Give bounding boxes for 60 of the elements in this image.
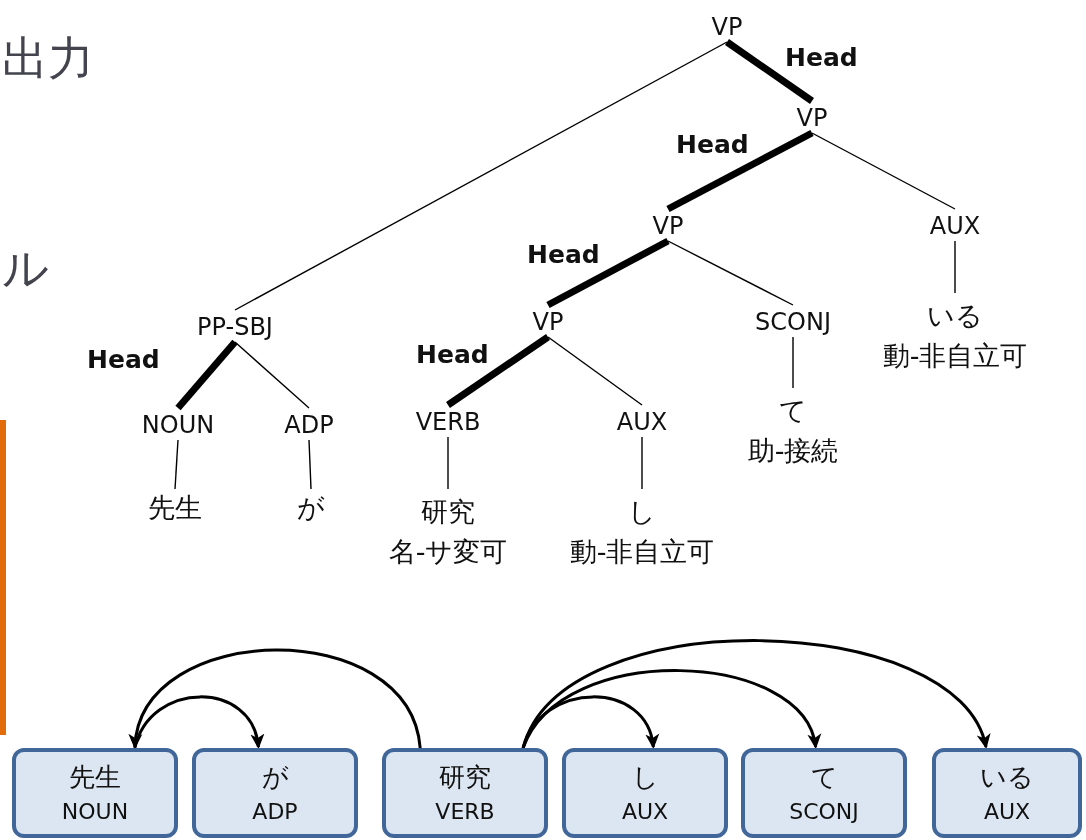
tree-branch (954, 240, 956, 294)
category-label: AUX (929, 211, 981, 241)
tree-branch (547, 336, 643, 406)
category-label: PP-SBJ (197, 312, 273, 342)
category-label: VP (711, 12, 743, 42)
tree-branch (811, 132, 956, 210)
word-text: いる (979, 761, 1035, 794)
category-label: AUX (616, 407, 668, 437)
token-box (741, 748, 907, 838)
dependency-arc (130, 648, 422, 749)
category-label: VERB (415, 407, 481, 437)
pos-tag: AUX (936, 796, 1078, 828)
category-label: ADP (284, 410, 334, 440)
category-label: VP (652, 211, 684, 241)
tree-branch (234, 341, 310, 409)
token-box (192, 748, 358, 838)
head-branch (175, 339, 238, 411)
dependency-arc (521, 639, 988, 749)
category-label: VP (532, 307, 564, 337)
category-label: VP (796, 103, 828, 133)
tree-branch (174, 439, 179, 490)
head-branch (725, 39, 814, 104)
pos-tag: AUX (566, 796, 724, 828)
word-text: が (260, 761, 290, 794)
pos-tag: ADP (196, 796, 354, 828)
dependency-arc (133, 695, 263, 749)
word-text: 研究 (420, 495, 476, 529)
heading-text: ル (2, 240, 49, 296)
head-branch (546, 237, 670, 309)
head-branch (666, 129, 814, 213)
category-label: NOUN (141, 410, 215, 440)
word-text: し (627, 495, 657, 529)
pos-detail: 動-非自立可 (569, 535, 715, 569)
tree-branch (308, 439, 312, 490)
token-box (12, 748, 178, 838)
word-text: 先生 (148, 488, 202, 528)
pos-detail: 動-非自立可 (882, 339, 1028, 373)
pos-detail: 名-サ変可 (388, 535, 508, 569)
word-text: が (297, 488, 325, 528)
pos-tag: NOUN (16, 796, 174, 828)
pos-tag: SCONJ (745, 796, 903, 828)
tree-branch (234, 41, 728, 311)
category-label: SCONJ (755, 307, 831, 337)
token-box (562, 748, 728, 838)
tree-branch (792, 336, 794, 389)
word-text: 先生 (68, 761, 122, 794)
word-text: て (778, 394, 808, 428)
tree-branch (447, 436, 449, 490)
word-text: し (630, 761, 660, 794)
tree-branch (667, 240, 794, 306)
word-text: いる (926, 299, 984, 333)
word-text: 研究 (438, 761, 492, 794)
head-branch (446, 334, 550, 408)
pos-detail: 助-接続 (747, 434, 839, 468)
heading-text: 出力 (2, 30, 94, 86)
token-box (932, 748, 1082, 838)
token-box (382, 748, 548, 838)
word-text: て (809, 761, 839, 794)
tree-branch (641, 436, 643, 490)
pos-tag: VERB (386, 796, 544, 828)
